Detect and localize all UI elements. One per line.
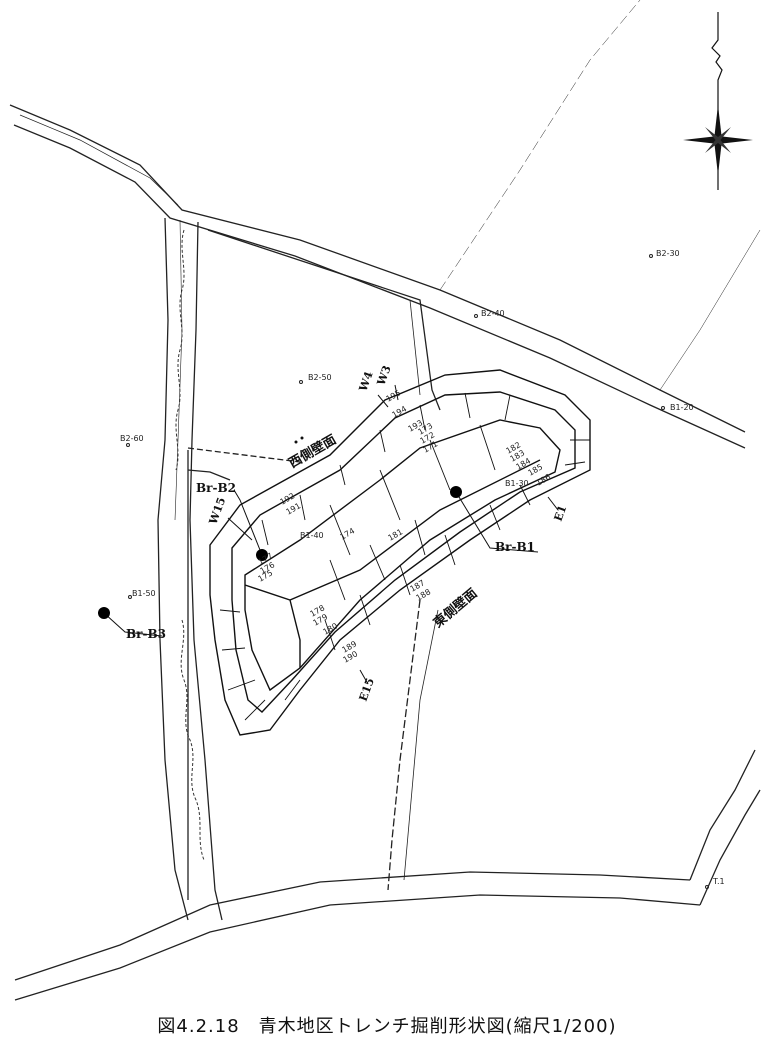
survey-point-b1-50: B1-50 [132,589,156,598]
borehole-label-br-b3: Br-B3 [126,627,166,641]
survey-point-t1: T.1 [712,877,725,886]
section-label-e1: E1 [552,504,570,524]
section-label-e15: E15 [357,676,377,703]
survey-points: B2-30 B2-40 B2-50 B2-60 B1-20 B1-30 B1-4… [120,249,725,889]
survey-point-b2-50: B2-50 [308,373,332,382]
survey-point-b2-40: B2-40 [481,309,505,318]
borehole-label-br-b2: Br-B2 [196,481,236,495]
road-lines [9,0,761,1001]
survey-point-b1-20: B1-20 [670,403,694,412]
north-arrow-icon [683,12,753,190]
survey-point-b1-30: B1-30 [505,479,529,488]
survey-point-b2-30: B2-30 [656,249,680,258]
trench-point-195: 195 [385,388,403,403]
borehole-marker-br-b2 [256,549,268,561]
trench-point-181: 181 [387,527,405,542]
trench-outline [209,369,591,736]
borehole-marker-br-b3 [98,607,110,619]
section-label-w4: W4 [356,369,376,394]
figure-caption: 図4.2.18 青木地区トレンチ掘削形状図(縮尺1/200) [157,1016,617,1037]
trench-point-194: 194 [391,404,409,419]
survey-point-b1-40: B1-40 [300,531,324,540]
leader-lines [103,384,559,685]
trench-point-174: 174 [339,526,357,541]
borehole-marker-br-b1 [450,486,462,498]
section-label-w15: W15 [206,496,228,527]
borehole-label-br-b1: Br-B1 [495,540,535,554]
survey-point-b2-60: B2-60 [120,434,144,443]
trench-points: 171 172 173 174 175 176 177 178 179 180 … [257,388,553,664]
section-label-w3: W3 [374,364,393,388]
east-wall-label: 東側壁面 [430,585,480,631]
